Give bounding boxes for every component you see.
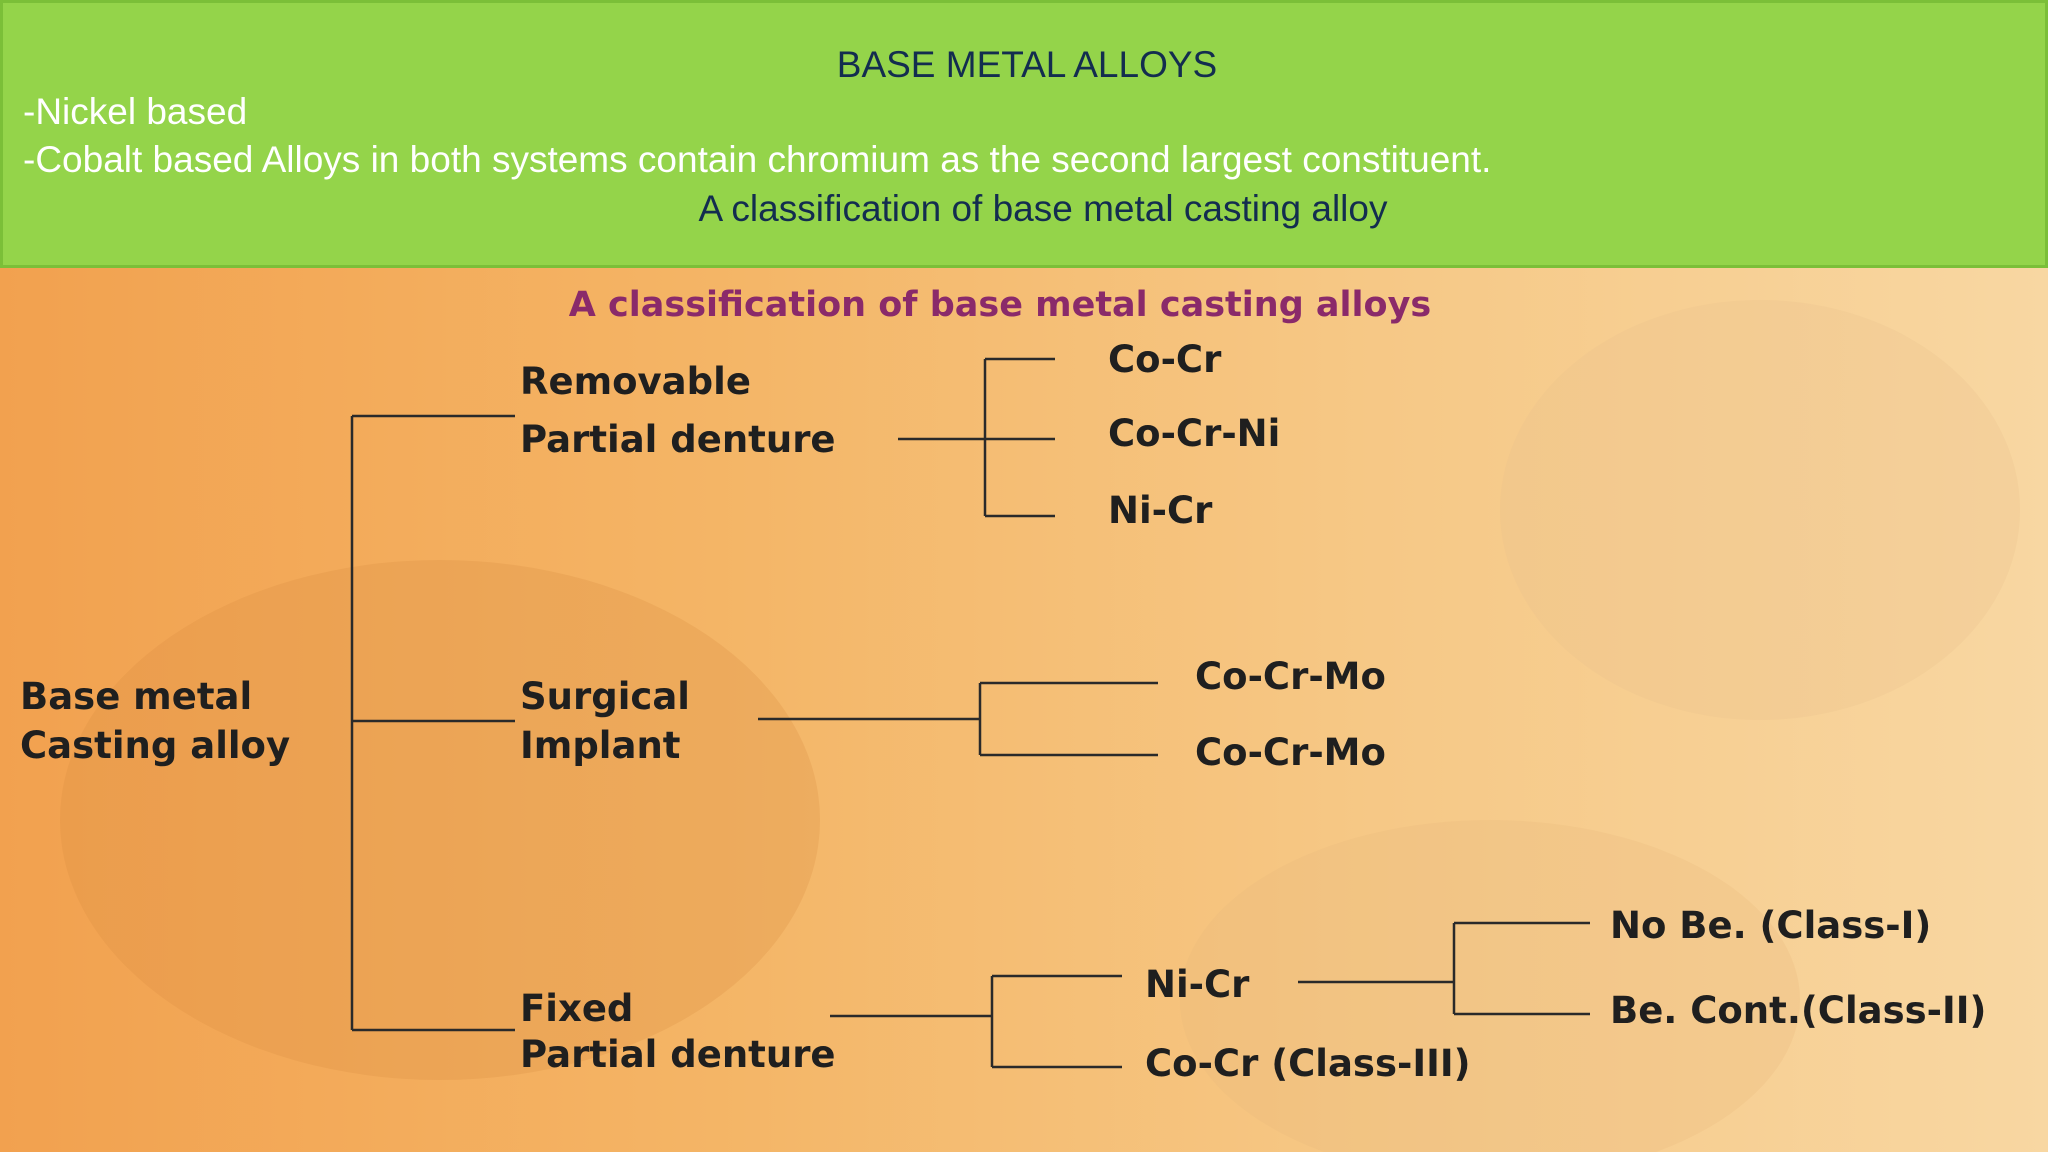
- branch-removable-line-1: Removable: [520, 360, 751, 403]
- surgical-child-co-cr-mo-1: Co-Cr-Mo: [1195, 655, 1386, 698]
- bullet-cobalt: -Cobalt based Alloys in both systems con…: [23, 139, 1492, 180]
- branch-fixed-line-2: Partial denture: [520, 1033, 836, 1076]
- surgical-child-co-cr-mo-2: Co-Cr-Mo: [1195, 731, 1386, 774]
- fixed-child-co-cr-class-3: Co-Cr (Class-III): [1145, 1042, 1471, 1085]
- removable-children-bracket: [898, 357, 1055, 518]
- branch-surgical-line-2: Implant: [520, 724, 680, 767]
- removable-child-co-cr: Co-Cr: [1108, 338, 1222, 381]
- root-label-line-2: Casting alloy: [20, 724, 290, 767]
- root-label-line-1: Base metal: [20, 675, 252, 718]
- surgical-children-bracket: [758, 681, 1158, 757]
- background-texture-3: [1500, 300, 2020, 720]
- fixed-children-bracket: [830, 974, 1122, 1069]
- branch-fixed-line-1: Fixed: [520, 987, 633, 1030]
- removable-child-co-cr-ni: Co-Cr-Ni: [1108, 412, 1280, 455]
- background-texture: [60, 560, 820, 1080]
- diagram-title: A classification of base metal casting a…: [569, 285, 1432, 325]
- bullet-nickel: -Nickel based: [23, 91, 248, 132]
- branch-surgical-line-1: Surgical: [520, 675, 690, 718]
- fixed-child-ni-cr: Ni-Cr: [1145, 963, 1250, 1006]
- removable-child-ni-cr: Ni-Cr: [1108, 489, 1213, 532]
- slide-title: BASE METAL ALLOYS: [836, 44, 1218, 85]
- slide-subtitle: A classification of base metal casting a…: [698, 188, 1388, 229]
- grandchild-no-be-class-1: No Be. (Class-I): [1610, 904, 1931, 947]
- background-texture-2: [1180, 820, 1800, 1152]
- grandchild-be-cont-class-2: Be. Cont.(Class-II): [1610, 989, 1986, 1032]
- title-header: BASE METAL ALLOYS -Nickel based -Cobalt …: [0, 0, 2048, 268]
- branch-removable-line-2: Partial denture: [520, 418, 836, 461]
- ni-cr-grandchildren-bracket: [1298, 921, 1590, 1016]
